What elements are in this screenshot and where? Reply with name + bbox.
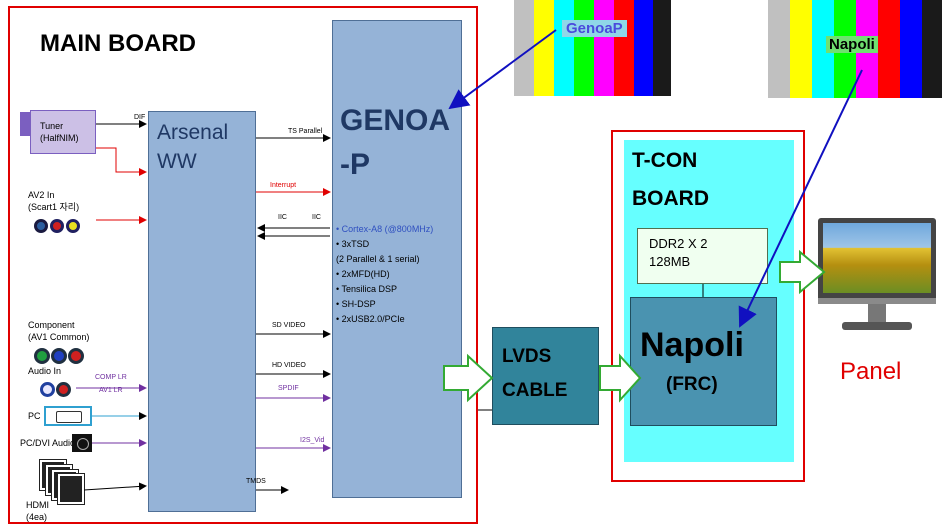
spec-item: • SH-DSP xyxy=(336,299,376,309)
napoli-top-label: Napoli xyxy=(826,36,878,53)
ddr2-label-line2: 128MB xyxy=(649,254,691,269)
spec-item: • 3xTSD xyxy=(336,239,370,249)
spec-item: • 2xMFD(HD) xyxy=(336,269,390,279)
lvds-cable-box xyxy=(492,327,599,425)
tuner-connector xyxy=(20,112,30,136)
i2s-label: I2S_Vid xyxy=(300,437,325,444)
component-port-blue xyxy=(51,348,67,364)
tmds-label: TMDS xyxy=(246,478,266,485)
spec-item: • Tensilica DSP xyxy=(336,284,398,294)
hdmi-sublabel: (4ea) xyxy=(26,512,48,522)
genoa-p-chip xyxy=(332,20,462,498)
tcon-title-line1: T-CON xyxy=(632,149,698,172)
av1-lr-label: AV1 LR xyxy=(99,387,123,394)
hdmi-connector-icon xyxy=(39,459,85,505)
av2-label: AV2 In xyxy=(28,190,55,200)
audio-in-label: Audio In xyxy=(28,366,62,376)
av2-port-yellow xyxy=(66,219,80,233)
av2-port-red xyxy=(50,219,64,233)
pc-port-icon xyxy=(44,406,92,426)
genoa-p-label-line1: GENOA xyxy=(340,104,451,137)
sd-video-label: SD VIDEO xyxy=(272,322,306,329)
genoa-p-label-line2: -P xyxy=(340,148,370,181)
tuner-box xyxy=(30,110,96,154)
audio-port-red xyxy=(56,382,71,397)
panel-tv-icon xyxy=(818,218,936,336)
component-port-green xyxy=(34,348,50,364)
main-board-title: MAIN BOARD xyxy=(40,30,196,57)
spec-item: (2 Parallel & 1 serial) xyxy=(336,254,420,264)
main-board-frame xyxy=(8,6,478,524)
hdmi-label: HDMI xyxy=(26,500,49,510)
arsenal-label-line2: WW xyxy=(157,150,197,173)
component-sublabel: (AV1 Common) xyxy=(28,332,90,342)
arsenal-chip xyxy=(148,111,256,512)
ts-parallel-label: TS Parallel xyxy=(288,128,323,135)
component-port-red xyxy=(68,348,84,364)
component-label: Component xyxy=(28,320,75,330)
genoap-label: GenoaP xyxy=(562,20,627,37)
pc-dvi-audio-jack-icon xyxy=(72,434,92,452)
tcon-title-line2: BOARD xyxy=(632,187,709,210)
genoa-p-spec-list: • Cortex-A8 (@800MHz) • 3xTSD (2 Paralle… xyxy=(336,224,433,325)
spdif-label: SPDIF xyxy=(278,385,299,392)
tuner-label: Tuner xyxy=(40,121,64,131)
arsenal-label-line1: Arsenal xyxy=(157,121,229,144)
napoli-chip-label: Napoli xyxy=(640,326,744,364)
pc-dvi-audio-label: PC/DVI Audio xyxy=(20,438,76,448)
interrupt-label: Interrupt xyxy=(270,182,297,189)
hd-video-label: HD VIDEO xyxy=(272,362,306,369)
lvds-label-line1: LVDS xyxy=(502,346,552,367)
pc-label: PC xyxy=(28,411,41,421)
spec-item: • 2xUSB2.0/PCIe xyxy=(336,314,405,324)
genoap-color-bars xyxy=(514,0,671,96)
dif-label: DIF xyxy=(134,114,146,121)
lvds-label-line2: CABLE xyxy=(502,380,568,401)
panel-label: Panel xyxy=(840,358,902,385)
av2-port-composite xyxy=(34,219,48,233)
audio-port-white xyxy=(40,382,55,397)
tuner-sublabel: (HalfNIM) xyxy=(40,133,79,143)
napoli-frc-label: (FRC) xyxy=(666,374,718,395)
iic-label-1: IIC xyxy=(278,214,287,221)
comp-lr-label: COMP LR xyxy=(95,374,127,381)
ddr2-label-line1: DDR2 X 2 xyxy=(649,236,708,251)
iic-label-2: IIC xyxy=(312,214,321,221)
spec-item: • Cortex-A8 (@800MHz) xyxy=(336,224,434,234)
av2-sublabel: (Scart1 자리) xyxy=(28,202,80,212)
